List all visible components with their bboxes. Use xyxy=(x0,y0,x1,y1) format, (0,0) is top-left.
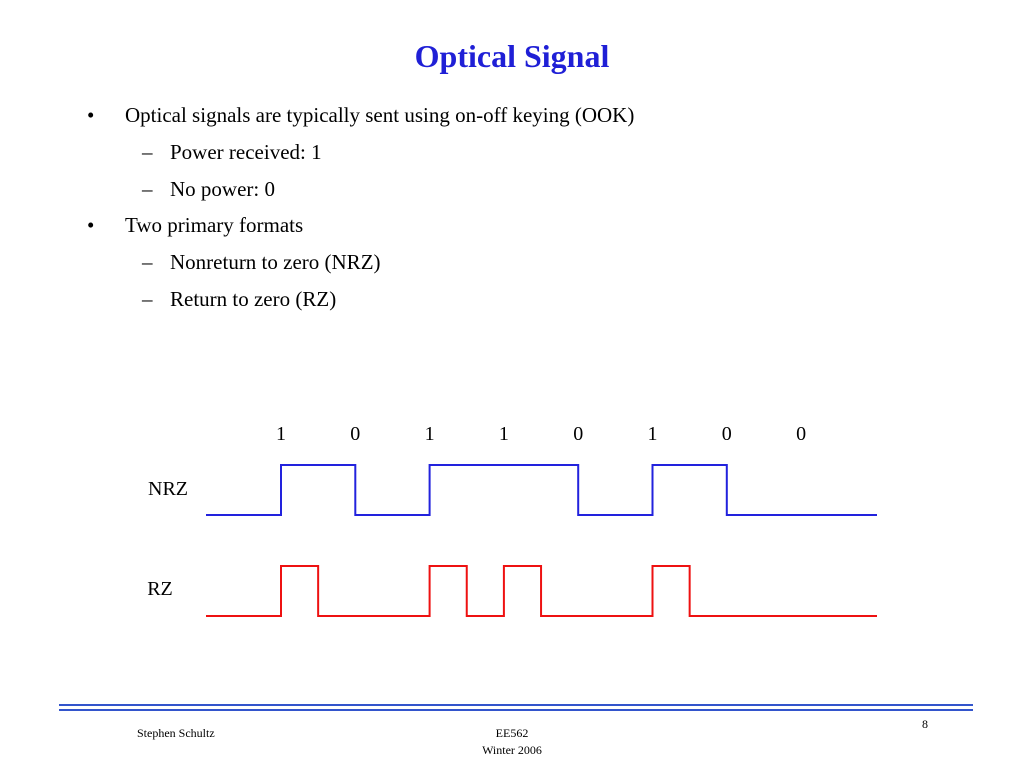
bit-labels: 1 0 1 1 0 1 0 0 xyxy=(276,423,806,445)
rz-waveform xyxy=(206,565,877,617)
bit-label: 0 xyxy=(796,423,806,445)
sub-bullet-text: No power: 0 xyxy=(170,177,275,201)
footer-rule xyxy=(59,709,973,711)
bit-label: 0 xyxy=(350,423,360,445)
bit-label: 1 xyxy=(276,423,286,445)
sub-bullet-item: – Return to zero (RZ) xyxy=(142,287,337,312)
sub-bullet-marker: – xyxy=(142,250,153,274)
bit-label: 0 xyxy=(722,423,732,445)
sub-bullet-item: – Power received: 1 xyxy=(142,140,322,165)
page-number: 8 xyxy=(922,717,928,731)
footer-author: Stephen Schultz xyxy=(137,726,215,740)
bullet-item: • Two primary formats xyxy=(87,213,304,238)
sub-bullet-text: Return to zero (RZ) xyxy=(170,287,337,311)
rz-label: RZ xyxy=(147,578,173,600)
sub-bullet-marker: – xyxy=(142,287,153,311)
bit-label: 0 xyxy=(573,423,583,445)
bullet-marker: • xyxy=(87,213,95,237)
sub-bullet-marker: – xyxy=(142,140,153,164)
sub-bullet-item: – No power: 0 xyxy=(142,177,275,202)
sub-bullet-item: – Nonreturn to zero (NRZ) xyxy=(142,250,381,275)
sub-bullet-marker: – xyxy=(142,177,153,201)
nrz-waveform xyxy=(206,464,877,516)
bit-label: 1 xyxy=(425,423,435,445)
footer-term: Winter 2006 xyxy=(482,743,542,757)
sub-bullet-text: Nonreturn to zero (NRZ) xyxy=(170,250,381,274)
bullet-text: Two primary formats xyxy=(125,213,304,237)
footer-rule xyxy=(59,704,973,706)
bullet-item: • Optical signals are typically sent usi… xyxy=(87,103,635,128)
slide-title: Optical Signal xyxy=(414,38,610,74)
bit-label: 1 xyxy=(499,423,509,445)
sub-bullet-text: Power received: 1 xyxy=(170,140,322,164)
bullet-marker: • xyxy=(87,103,95,127)
nrz-rz-waveform-diagram: 1 0 1 1 0 1 0 0 NRZ RZ xyxy=(147,423,877,617)
bullet-text: Optical signals are typically sent using… xyxy=(125,103,635,127)
nrz-label: NRZ xyxy=(148,478,188,500)
footer-course: EE562 xyxy=(495,726,529,740)
bit-label: 1 xyxy=(648,423,658,445)
